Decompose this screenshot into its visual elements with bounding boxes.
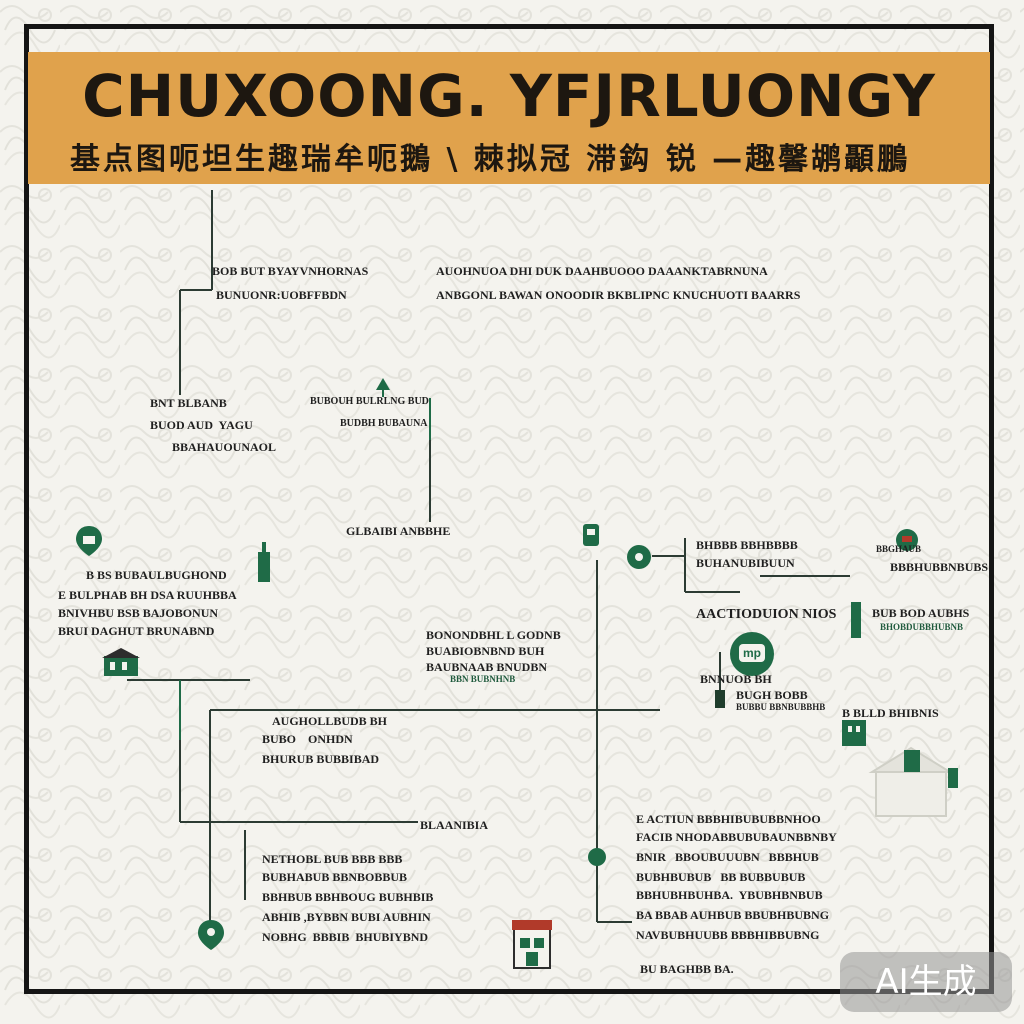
tree-icon [376, 378, 390, 397]
label-bottom-right-6: BA BBAB AUHBUB BBUBHBUBNG [636, 908, 830, 922]
map-pin-icon[interactable] [893, 526, 921, 554]
diagram-subtitle: 基点图呃坦生趣瑞牟呃鵝 \ 棘拟冠 滞鈎 锐 —趣馨鹕顳鵬 [70, 142, 911, 177]
label-right-mid-2: BUHANUBIBUUN [696, 556, 795, 570]
label-center-mid-2: BUABIOBNBND BUH [426, 644, 545, 658]
label-center-mid-3: BAUBNAAB BNUDBN [426, 660, 548, 674]
label-right-top-2: BBBHUBBNBUBS [890, 560, 989, 574]
map-pin-icon[interactable] [624, 542, 654, 572]
label-right-low-3: BUBBU BBNBUBBHB [736, 702, 826, 712]
diagram-frame [24, 24, 994, 994]
label-left-mid-2: E BULPHAB BH DSA RUUHBBA [58, 588, 237, 602]
label-bottom-right-8: BU BAGHBB BA. [640, 962, 734, 976]
building-icon [715, 690, 725, 708]
label-bottom-left-4: ABHIB ,BYBBN BUBI AUBHIN [262, 910, 431, 924]
label-right-mid-3: AACTIODUION NIOS [696, 607, 837, 622]
label-bottom-right-7: NAVBUBHUUBB BBBHIBBUBNG [636, 928, 820, 942]
pin-tag-label: mp [739, 644, 765, 662]
label-bottom-right-3: BNIR BBOUBUUUBN BBBHUB [636, 850, 819, 864]
label-left-block-2: BUOD AUD YAGU [150, 418, 253, 432]
building-icon [851, 602, 861, 638]
house-icon [868, 746, 958, 817]
label-mid-block-2: BUDBH BUBAUNA [340, 418, 428, 429]
label-left-mid-3: BNIVHBU BSB BAJOBONUN [58, 606, 219, 620]
label-bottom-left-2: BUBHABUB BBNBOBBUB [262, 870, 408, 884]
label-center: GLBAIBI ANBBHE [346, 524, 451, 538]
map-pin-icon[interactable]: mp [730, 632, 774, 676]
label-bottom-right-5: BBHUBHBUHBA. YBUBHBNBUB [636, 888, 823, 902]
label-center-low-4: BLAANIBIA [420, 818, 489, 832]
shop-icon [512, 920, 552, 969]
label-center-low-3: BHURUB BUBBIBAD [262, 752, 380, 766]
label-bottom-left-1: NETHOBL BUB BBB BBB [262, 852, 403, 866]
map-pin-icon[interactable] [580, 520, 602, 550]
label-right-top-1: BBGHAUB [876, 544, 922, 554]
label-left-mid-1: B BS BUBAULBUGHOND [86, 568, 227, 582]
label-center-low-1: AUGHOLLBUDB BH [272, 714, 388, 728]
building-icon [258, 542, 270, 582]
label-center-mid-1: BONONDBHL L GODNB [426, 628, 561, 642]
label-right-far-2: BHOBDUBBHUBNB [880, 622, 964, 632]
label-right-low-4: B BLLD BHIBNIS [842, 706, 939, 720]
label-top-left-1: BOB BUT BYAYVNHORNAS [212, 264, 369, 278]
label-left-block-3: BBAHAUOUNAOL [172, 440, 277, 454]
label-bottom-right-2: FACIB NHODABBUBUBAUNBBNBY [636, 830, 837, 844]
map-pin-icon[interactable] [586, 846, 608, 868]
label-bottom-left-3: BBHBUB BBHBOUG BUBHBIB [262, 890, 434, 904]
label-top-left-2: BUNUONR:UOBFFBDN [216, 288, 347, 302]
label-bottom-right-1: E ACTIUN BBBHIBUBUBBNHOO [636, 812, 821, 826]
label-right-low-1: BNNUOB BH [700, 672, 772, 686]
label-left-block-1: BNT BLBANB [150, 396, 227, 410]
building-icon [842, 720, 866, 746]
label-center-mid-4: BBN BUBNHNB [450, 674, 516, 684]
title-banner [28, 52, 990, 184]
label-top-right-2: ANBGONL BAWAN ONOODIR BKBLIPNC KNUCHUOTI… [436, 288, 801, 302]
label-left-mid-4: BRUI DAGHUT BRUNABND [58, 624, 215, 638]
label-bottom-left-5: NOBHG BBBIB BHUBIYBND [262, 930, 429, 944]
house-icon [102, 648, 140, 676]
map-pin-icon[interactable] [196, 918, 226, 952]
label-right-low-2: BUGH BOBB [736, 688, 808, 702]
label-right-mid-1: BHBBB BBHBBBB [696, 538, 798, 552]
ai-generated-badge: AI生成 [840, 952, 1012, 1012]
label-center-low-2: BUBO ONHDN [262, 732, 353, 746]
map-pin-icon[interactable] [74, 524, 104, 558]
diagram-title: CHUXOONG. YFJRLUONGY [82, 62, 936, 130]
label-bottom-right-4: BUBHBUBUB BB BUBBUBUB [636, 870, 806, 884]
label-top-right-1: AUOHNUOA DHI DUK DAAHBUOOO DAAANKTABRNUN… [436, 264, 768, 278]
label-mid-block-1: BUBOUH BULRLNG BUD [310, 396, 429, 407]
label-right-far-1: BUB BOD AUBHS [872, 606, 970, 620]
